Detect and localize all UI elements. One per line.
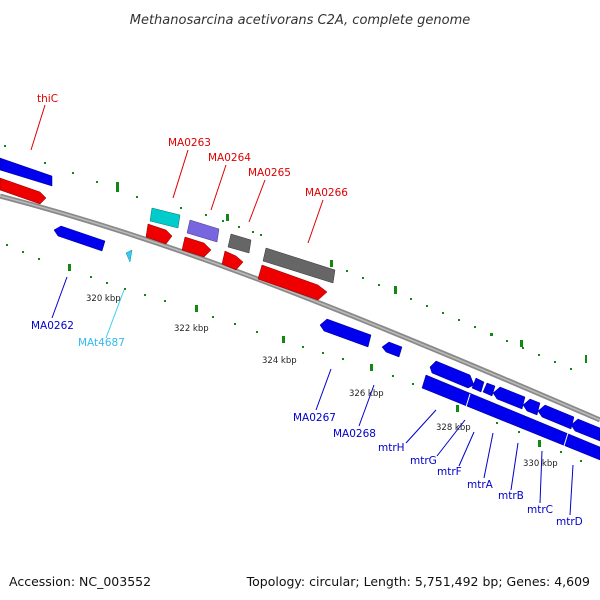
gene-ma0265[interactable] [227, 233, 252, 254]
scale-label-322kbp: 322 kbp [174, 324, 209, 334]
gene-thic[interactable] [0, 157, 53, 187]
scale-label-320kbp: 320 kbp [86, 294, 121, 304]
gene-ma0263[interactable] [149, 207, 181, 229]
gene-ma0266[interactable] [262, 247, 336, 284]
map-title: Methanosarcina acetivorans C2A, complete… [130, 13, 471, 28]
gene-ma0264-cds[interactable] [181, 236, 212, 258]
gene-label-ma0263[interactable]: MA0263 [168, 137, 211, 149]
scale-label-330kbp: 330 kbp [523, 459, 558, 469]
gene-label-mtrh[interactable]: mtrH [378, 442, 405, 454]
gene-mtrb[interactable] [522, 398, 541, 416]
gene-label-mtra[interactable]: mtrA [467, 479, 494, 491]
forward-genes [0, 157, 336, 301]
gene-mtrc[interactable] [537, 404, 575, 430]
operon-divider [465, 393, 471, 408]
gene-label-mat4687[interactable]: MAt4687 [78, 337, 125, 349]
genome-backbone-highlight [0, 195, 600, 421]
gene-label-mtrd[interactable]: mtrD [556, 516, 583, 528]
gene-label-ma0262[interactable]: MA0262 [31, 320, 74, 332]
forward-gene-labels: thiC MA0263 MA0264 MA0265 MA0266 [37, 93, 348, 199]
gene-label-mtrg[interactable]: mtrG [410, 455, 437, 467]
reverse-gene-labels: MA0262 MAt4687 MA0267 MA0268 mtrH mtrG m… [31, 320, 583, 528]
scale-label-324kbp: 324 kbp [262, 356, 297, 366]
leader-lines [30, 104, 574, 516]
gene-ma0263-cds[interactable] [145, 223, 173, 245]
scale-labels: 320 kbp 322 kbp 324 kbp 326 kbp 328 kbp … [86, 294, 558, 469]
gene-ma0268[interactable] [381, 341, 403, 358]
scale-label-328kbp: 328 kbp [436, 423, 471, 433]
gene-mtra[interactable] [492, 386, 526, 410]
gene-label-ma0266[interactable]: MA0266 [305, 187, 348, 199]
gene-mat4687[interactable] [125, 249, 133, 263]
gene-mtrd[interactable] [570, 418, 600, 442]
gene-ma0264[interactable] [186, 219, 220, 243]
gene-label-ma0268[interactable]: MA0268 [333, 428, 376, 440]
reverse-genes [53, 225, 600, 461]
tick-row-inner [6, 244, 582, 462]
gene-label-mtrb[interactable]: mtrB [498, 490, 524, 502]
scale-label-326kbp: 326 kbp [349, 389, 384, 399]
gene-label-mtrc[interactable]: mtrC [527, 504, 553, 516]
gene-label-mtrf[interactable]: mtrF [437, 466, 462, 478]
gene-mtr-operon[interactable] [421, 374, 600, 461]
accession-text: Accession: NC_003552 [9, 574, 151, 589]
gene-ma0266-cds[interactable] [257, 264, 328, 301]
operon-divider [563, 432, 569, 447]
gene-ma0265-cds[interactable] [221, 250, 244, 271]
genome-backbone [0, 193, 600, 423]
gene-label-thic[interactable]: thiC [37, 93, 58, 105]
gene-mtrg[interactable] [471, 377, 485, 393]
gene-label-ma0267[interactable]: MA0267 [293, 412, 336, 424]
gene-label-ma0264[interactable]: MA0264 [208, 152, 251, 164]
topology-summary: Topology: circular; Length: 5,751,492 bp… [246, 574, 590, 589]
gene-mtrf[interactable] [482, 382, 496, 397]
gene-ma0267[interactable] [319, 318, 372, 348]
gene-thic-cds[interactable] [0, 177, 47, 205]
gene-mtrh[interactable] [429, 360, 475, 389]
gene-ma0262[interactable] [53, 225, 106, 252]
tick-row-outer-major [116, 182, 523, 347]
gene-label-ma0265[interactable]: MA0265 [248, 167, 291, 179]
